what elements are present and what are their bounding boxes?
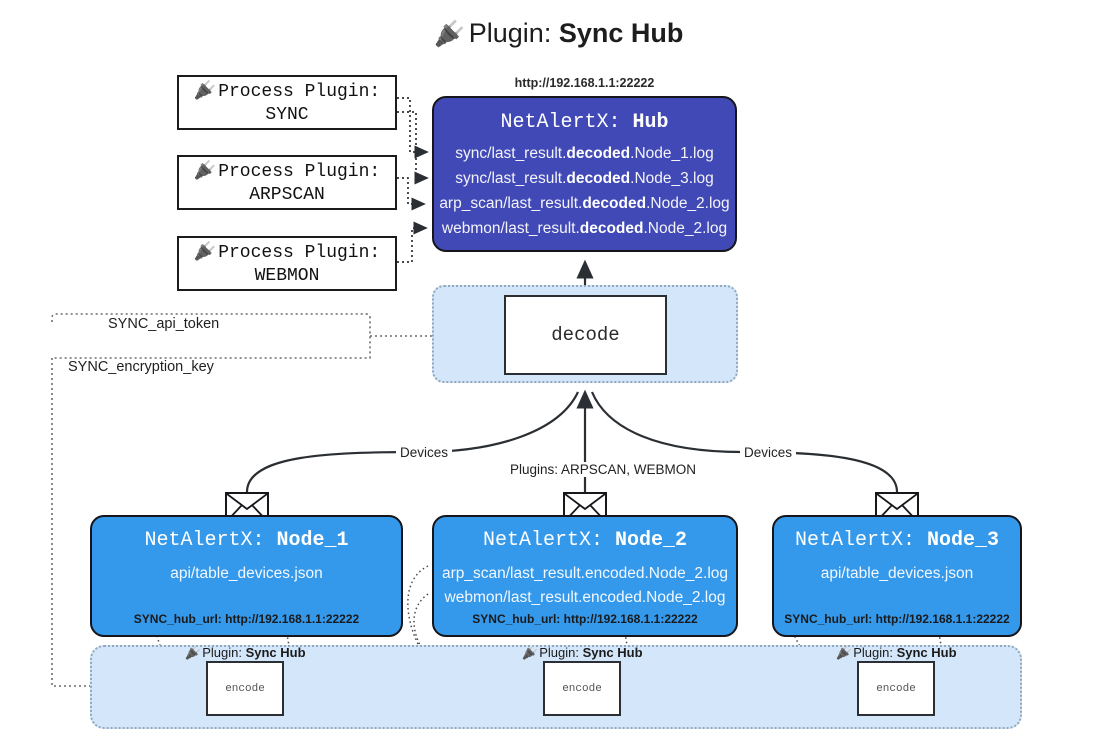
plug-icon: 🔌 bbox=[193, 241, 217, 261]
node-header-prefix: NetAlertX: bbox=[144, 529, 265, 552]
sync-encryption-key-label: SYNC_encryption_key bbox=[64, 359, 218, 375]
node-line: api/table_devices.json bbox=[820, 565, 974, 582]
edge-label-plugins-middle: Plugins: ARPSCAN, WEBMON bbox=[506, 462, 701, 477]
node-header-name: Node_3 bbox=[927, 529, 1000, 552]
edge-label-devices-left: Devices bbox=[396, 445, 453, 460]
plug-icon: 🔌 bbox=[193, 160, 217, 180]
process-plugin-sync[interactable]: 🔌Process Plugin: SYNC bbox=[177, 75, 397, 130]
node-footer: SYNC_hub_url: http://192.168.1.1:22222 bbox=[133, 612, 360, 626]
hub-header-name: Hub bbox=[632, 111, 669, 134]
node-line: api/table_devices.json bbox=[170, 565, 323, 582]
encode-box-1[interactable]: encode bbox=[206, 661, 284, 716]
plug-icon: 🔌 bbox=[836, 645, 853, 660]
hub-log-row: sync/last_result.decoded.Node_1.log bbox=[455, 145, 714, 162]
encode-box-2[interactable]: encode bbox=[543, 661, 621, 716]
process-plugin-label: Process Plugin: bbox=[218, 243, 381, 263]
process-plugin-label: Process Plugin: bbox=[218, 82, 381, 102]
encode-plugin-label-2: 🔌Plugin: Sync Hub bbox=[522, 645, 643, 660]
page-title-name: Sync Hub bbox=[558, 18, 684, 48]
plug-icon: 🔌 bbox=[433, 20, 465, 48]
sync-api-token-label: SYNC_api_token bbox=[104, 316, 224, 332]
node-header-name: Node_2 bbox=[615, 529, 688, 552]
process-plugin-webmon[interactable]: 🔌Process Plugin: WEBMON bbox=[177, 236, 397, 291]
plug-icon: 🔌 bbox=[522, 645, 539, 660]
node-card-node-1[interactable]: NetAlertX: Node_1 api/table_devices.json… bbox=[90, 515, 403, 637]
hub-log-row: sync/last_result.decoded.Node_3.log bbox=[455, 170, 714, 188]
hub-card[interactable]: NetAlertX: Hub sync/last_result.decoded.… bbox=[432, 96, 737, 252]
node-card-node-3[interactable]: NetAlertX: Node_3 api/table_devices.json… bbox=[772, 515, 1022, 637]
node-line: webmon/last_result.encoded.Node_2.log bbox=[444, 589, 726, 607]
page-title-prefix: Plugin: bbox=[468, 18, 552, 48]
process-plugin-arpscan[interactable]: 🔌Process Plugin: ARPSCAN bbox=[177, 155, 397, 210]
page-title: 🔌Plugin: Sync Hub bbox=[0, 18, 1117, 49]
hub-header-prefix: NetAlertX: bbox=[500, 111, 621, 134]
decode-box[interactable]: decode bbox=[504, 295, 667, 375]
hub-log-row: webmon/last_result.decoded.Node_2.log bbox=[441, 220, 728, 238]
process-plugin-name: SYNC bbox=[265, 104, 309, 125]
encode-plugin-label-1: 🔌Plugin: Sync Hub bbox=[185, 645, 306, 660]
encode-plugin-label-3: 🔌Plugin: Sync Hub bbox=[836, 645, 957, 660]
node-header-prefix: NetAlertX: bbox=[482, 529, 603, 552]
node-card-node-2[interactable]: NetAlertX: Node_2 arp_scan/last_result.e… bbox=[432, 515, 738, 637]
node-footer: SYNC_hub_url: http://192.168.1.1:22222 bbox=[472, 612, 698, 626]
process-plugin-label: Process Plugin: bbox=[218, 162, 381, 182]
plug-icon: 🔌 bbox=[185, 645, 202, 660]
hub-log-row: arp_scan/last_result.decoded.Node_2.log bbox=[439, 195, 730, 213]
node-header-prefix: NetAlertX: bbox=[794, 529, 915, 552]
process-plugin-name: ARPSCAN bbox=[249, 184, 325, 205]
encode-box-3[interactable]: encode bbox=[857, 661, 935, 716]
node-line: arp_scan/last_result.encoded.Node_2.log bbox=[441, 565, 729, 582]
plug-icon: 🔌 bbox=[193, 80, 217, 100]
node-header-name: Node_1 bbox=[276, 529, 349, 552]
node-footer: SYNC_hub_url: http://192.168.1.1:22222 bbox=[784, 612, 1010, 626]
process-plugin-name: WEBMON bbox=[254, 265, 320, 286]
hub-url-label: http://192.168.1.1:22222 bbox=[514, 76, 655, 90]
edge-label-devices-right: Devices bbox=[740, 445, 797, 460]
